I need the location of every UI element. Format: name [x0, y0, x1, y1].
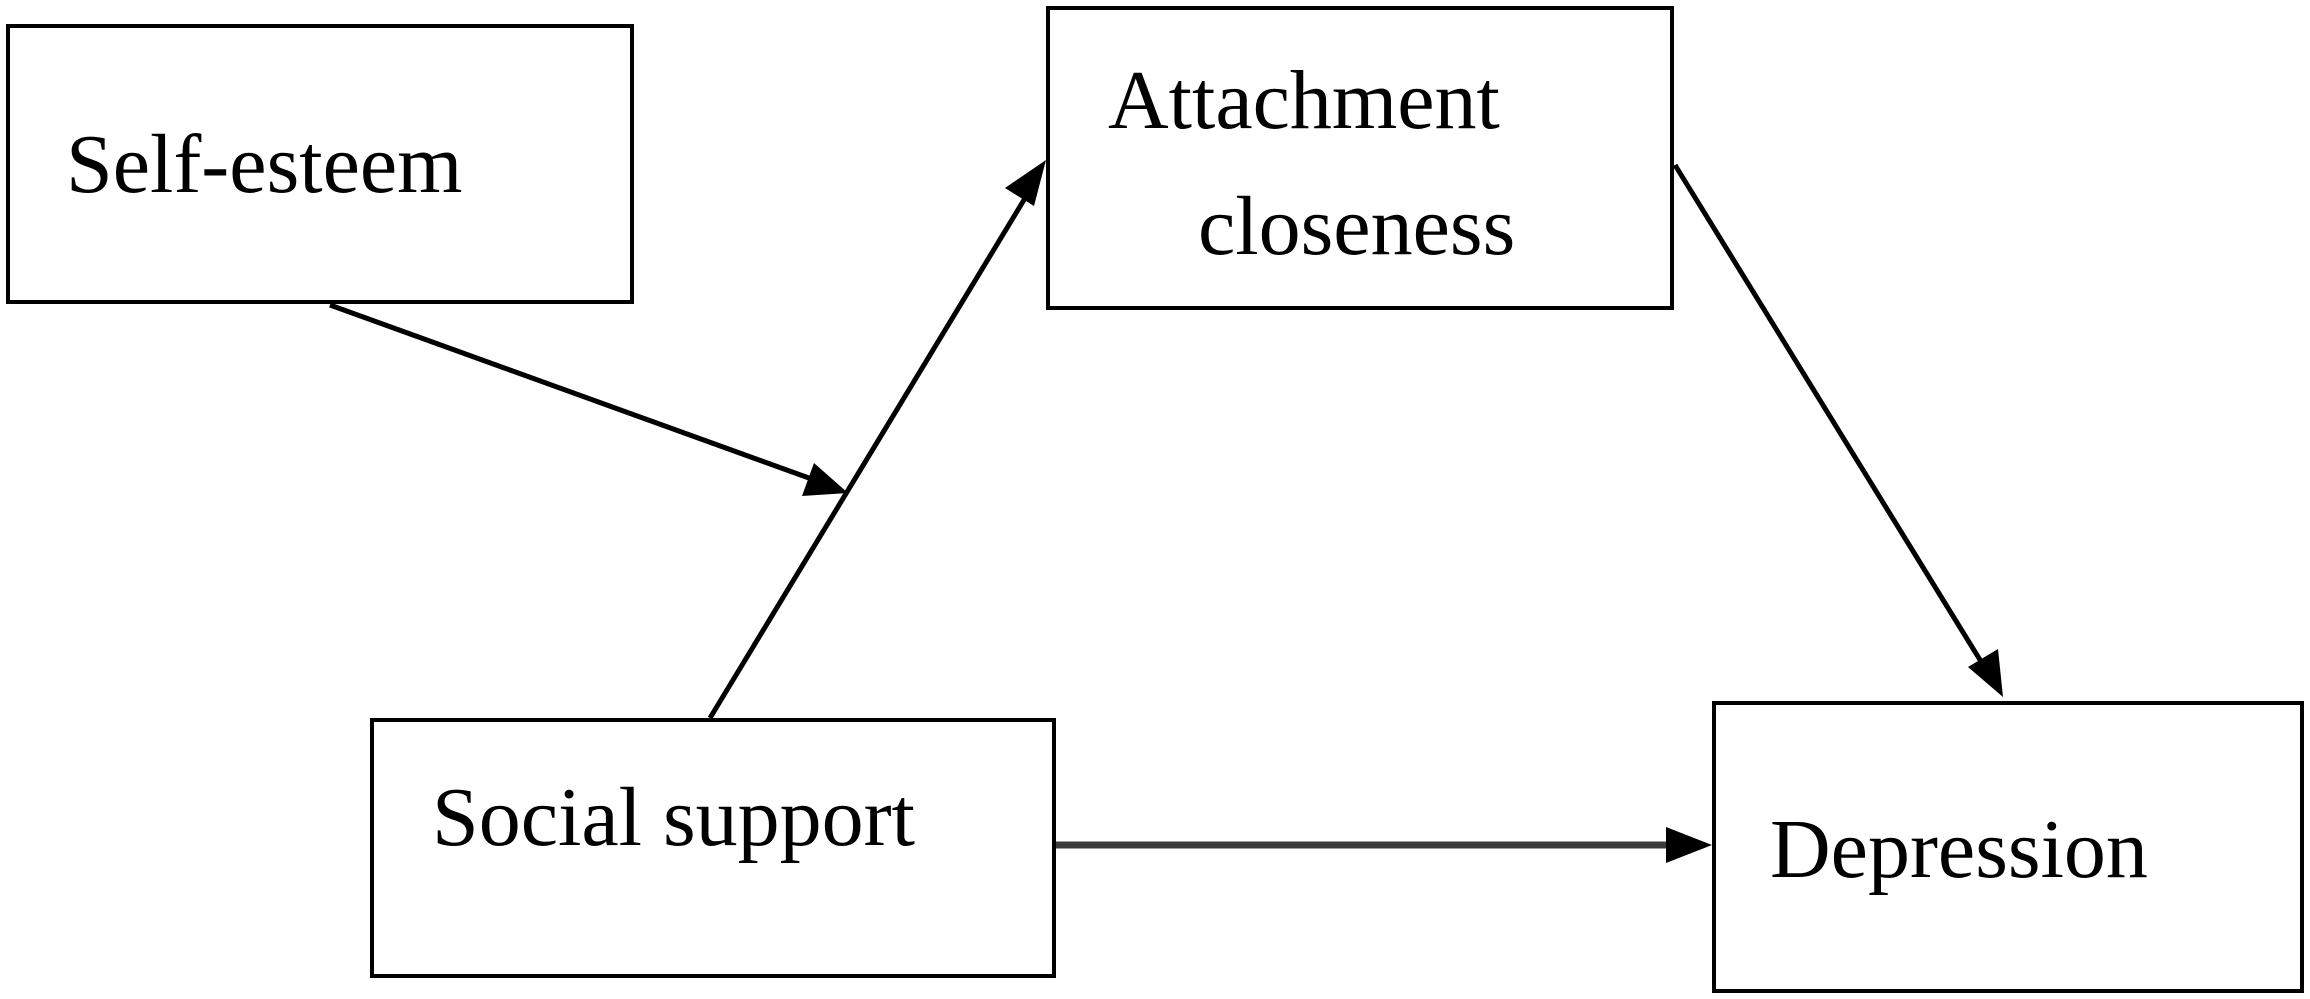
arrowhead-attachment-closeness	[1005, 160, 1046, 206]
depression-box	[1712, 701, 2304, 993]
node-attachment-closeness: Attachment closeness	[1046, 6, 1674, 310]
edges	[329, 160, 2003, 863]
arrowhead-self-esteem-moderation	[802, 463, 848, 496]
self-esteem-box	[6, 24, 634, 304]
self-esteem-label: Self-esteem	[66, 118, 463, 211]
node-social-support: Social support	[370, 718, 1056, 978]
edge-social-support-to-attachment	[707, 188, 1033, 720]
arrowhead-depression-from-social-support	[1666, 827, 1712, 863]
node-self-esteem: Self-esteem	[6, 24, 634, 304]
social-support-label: Social support	[432, 771, 915, 864]
arrowhead-depression-from-attachment	[1968, 649, 2003, 697]
attachment-closeness-box	[1046, 6, 1674, 310]
attachment-closeness-label-line1: Attachment	[1108, 54, 1500, 147]
edge-attachment-to-depression	[1672, 163, 1988, 670]
social-support-box	[370, 718, 1056, 978]
depression-label: Depression	[1770, 803, 2148, 896]
edge-self-esteem-to-path	[329, 302, 821, 485]
node-depression: Depression	[1712, 701, 2304, 993]
attachment-closeness-label-line2: closeness	[1198, 180, 1515, 273]
